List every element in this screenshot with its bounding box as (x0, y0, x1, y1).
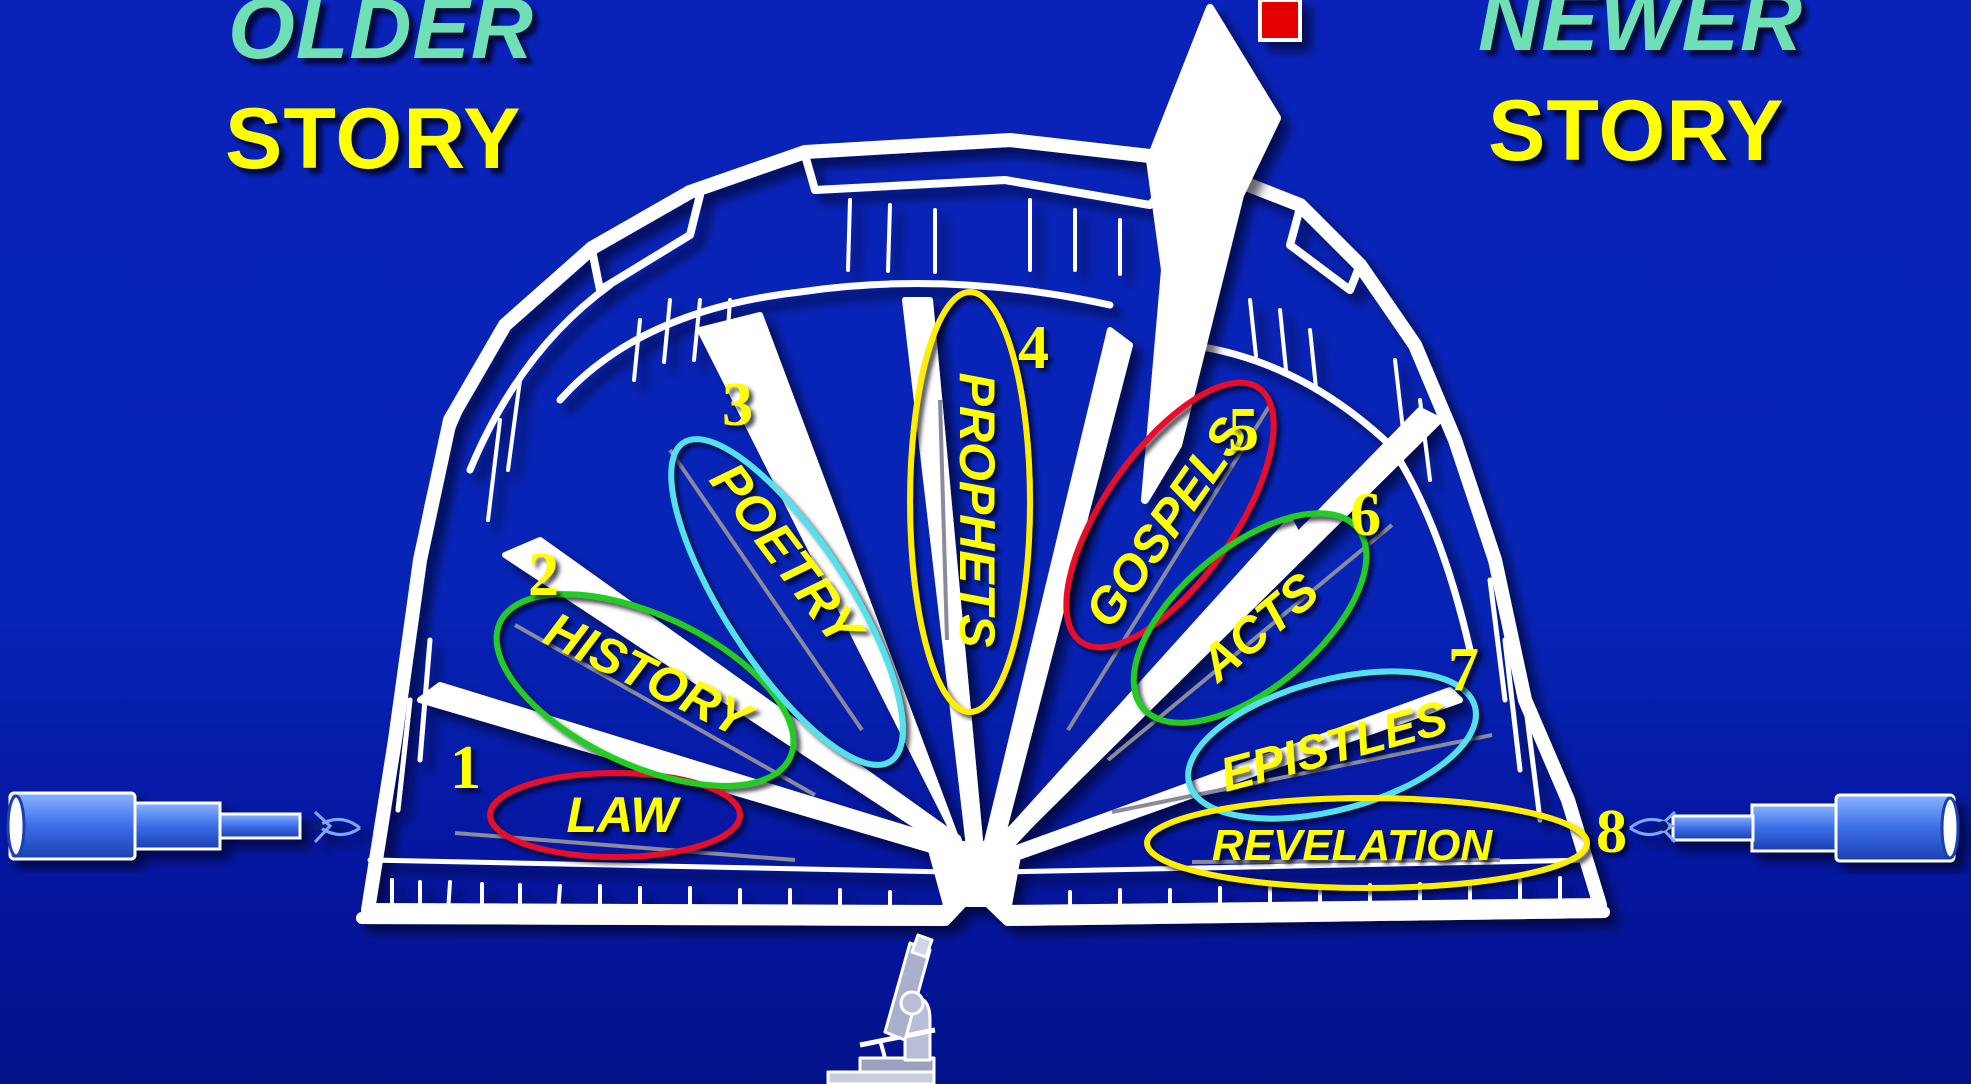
number-3: 3 (722, 371, 753, 439)
ring-law (487, 770, 743, 860)
number-6: 6 (1350, 481, 1381, 549)
label-prophets: PROPHETS (949, 372, 1005, 647)
microscope-icon (826, 933, 936, 1084)
ring-epistles (1185, 668, 1479, 822)
title-older: OLDER (228, 0, 534, 77)
number-4: 4 (1018, 314, 1049, 382)
section-numbers: 1 2 3 4 5 6 7 8 (450, 314, 1627, 866)
number-8: 8 (1596, 798, 1627, 866)
ring-revelation (1144, 795, 1590, 891)
number-5: 5 (1228, 396, 1259, 464)
ring-prophets (907, 289, 1033, 715)
title-newer: NEWER (1478, 0, 1804, 69)
number-7: 7 (1448, 636, 1479, 704)
label-law: LAW (566, 787, 681, 843)
number-1: 1 (450, 734, 481, 802)
section-rings (487, 289, 1590, 891)
title-story-left: STORY (225, 91, 522, 187)
bookmark-icon (1141, 0, 1302, 504)
telescope-icon-right (1629, 793, 1960, 863)
ring-history (493, 591, 797, 789)
ring-acts (1130, 510, 1370, 726)
label-revelation: REVELATION (1212, 821, 1494, 870)
number-2: 2 (528, 541, 559, 609)
ring-poetry (668, 436, 906, 768)
title-story-right: STORY (1488, 83, 1785, 179)
telescope-icon-left (6, 791, 361, 861)
